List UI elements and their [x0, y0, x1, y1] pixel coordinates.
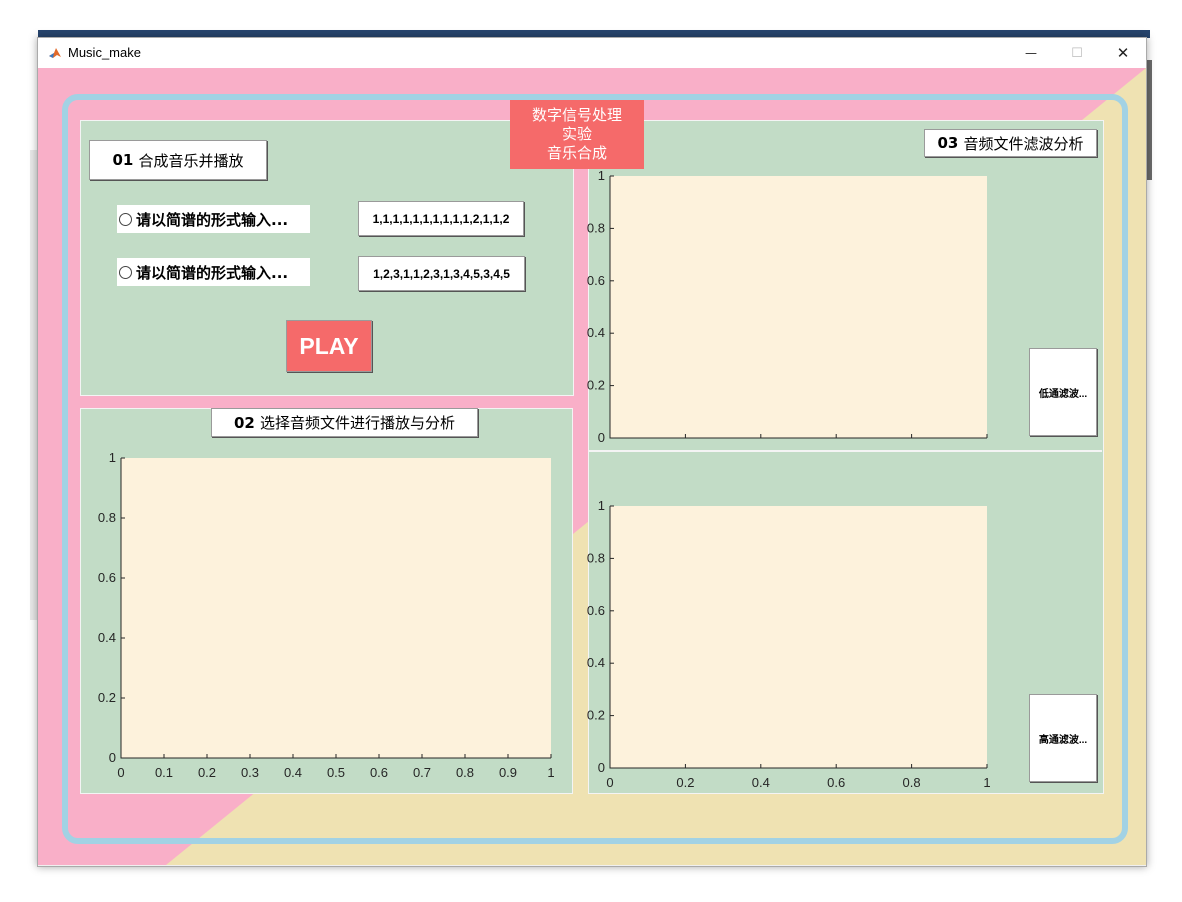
notation-input-2-value: 1,2,3,1,1,2,3,1,3,4,5,3,4,5 [373, 266, 510, 281]
x-tick-label: 0.2 [676, 775, 694, 790]
y-tick-label: 0.6 [98, 570, 116, 585]
panel-03-divider [588, 450, 1102, 452]
y-tick-label: 0.8 [587, 220, 605, 235]
panel-02-title: 02 选择音频文件进行播放与分析 [211, 408, 478, 437]
lab-title-line-2: 实验 [561, 125, 592, 143]
highpass-axes[interactable]: 0 0.2 0.4 0.6 0.8 1 0 0.2 0.4 0.6 0.8 1 [587, 498, 1010, 800]
x-tick-label: 0.3 [241, 765, 259, 780]
y-tick-label: 1 [598, 168, 605, 183]
panel-03-title-number: 03 [937, 134, 959, 152]
notation-input-2[interactable]: 1,2,3,1,1,2,3,1,3,4,5,3,4,5 [358, 256, 525, 291]
y-tick-label: 0.6 [587, 273, 605, 288]
background-window-edge [30, 150, 38, 620]
x-tick-label: 0.7 [413, 765, 431, 780]
x-tick-label: 0.9 [499, 765, 517, 780]
radio-circle-2[interactable] [119, 265, 132, 279]
highpass-filter-button-label: 高通滤波... [1038, 734, 1088, 746]
lowpass-filter-button-label: 低通滤波... [1038, 388, 1088, 400]
lab-title-box: 数字信号处理 实验 音乐合成 [510, 100, 644, 169]
y-tick-label: 1 [109, 450, 116, 465]
highpass-filter-button[interactable]: 高通滤波... [1029, 694, 1097, 782]
y-tick-label: 0 [109, 750, 116, 765]
background-window-edge-right [1144, 60, 1152, 180]
lowpass-filter-button[interactable]: 低通滤波... [1029, 348, 1097, 436]
radio-circle-1[interactable] [119, 212, 132, 226]
x-tick-label: 1 [547, 765, 554, 780]
close-icon: ✕ [1116, 44, 1130, 62]
notation-input-1-value: 1,1,1,1,1,1,1,1,1,1,2,1,1,2 [372, 211, 510, 226]
y-tick-label: 0.2 [587, 378, 605, 393]
lowpass-axes[interactable]: 0 0.2 0.4 0.6 0.8 1 [587, 168, 1010, 452]
x-tick-label: 1 [983, 775, 990, 790]
x-tick-label: 0.8 [456, 765, 474, 780]
radio-option-1-label: 请以简谱的形式输入... [136, 210, 289, 229]
y-tick-label: 0 [598, 430, 605, 445]
axes-svg-0: 0 0.2 0.4 0.6 0.8 1 0 0.1 0.2 0.3 0.4 0.5 0.6 0.7 0.8 0… [98, 450, 555, 780]
x-tick-label: 0.4 [284, 765, 302, 780]
x-tick-label: 0 [606, 775, 613, 790]
axes-svg-2: 0 0.2 0.4 0.6 0.8 1 0 0.2 0.4 0.6 0.8 1 [587, 498, 991, 790]
y-tick-label: 0.4 [587, 655, 605, 670]
panel-03-title: 03 音频文件滤波分析 [924, 129, 1097, 157]
rounded-frame [62, 94, 1128, 844]
panel-02-title-text: 选择音频文件进行播放与分析 [260, 414, 456, 432]
panel-01-title-number: 01 [112, 151, 134, 169]
x-tick-label: 0.2 [198, 765, 216, 780]
notation-input-1[interactable]: 1,1,1,1,1,1,1,1,1,1,2,1,1,2 [358, 201, 524, 236]
plot-area [610, 176, 987, 438]
panel-01-title-text: 合成音乐并播放 [138, 151, 244, 170]
y-tick-label: 0 [598, 760, 605, 775]
play-button[interactable]: PLAY [286, 320, 372, 372]
play-button-label: PLAY [299, 332, 359, 359]
x-tick-label: 0 [117, 765, 124, 780]
panel-01-title: 01 合成音乐并播放 [89, 140, 267, 180]
app-window: Music_make — ☐ ✕ 01 合成音乐并播放 [37, 37, 1147, 867]
radio-option-1[interactable]: 请以简谱的形式输入... [117, 205, 310, 233]
y-tick-label: 0.4 [98, 630, 116, 645]
x-tick-label: 0.6 [827, 775, 845, 790]
x-tick-label: 0.5 [327, 765, 345, 780]
maximize-icon: ☐ [1071, 45, 1083, 61]
matlab-icon [48, 46, 62, 60]
window-title: Music_make [68, 45, 141, 60]
close-button[interactable]: ✕ [1100, 38, 1146, 68]
minimize-icon: — [1025, 46, 1037, 60]
radio-option-2[interactable]: 请以简谱的形式输入... [117, 258, 310, 286]
panel-02-title-number: 02 [233, 413, 255, 432]
plot-area [121, 458, 551, 758]
title-bar[interactable]: Music_make — ☐ ✕ [38, 38, 1146, 68]
figure-canvas: 01 合成音乐并播放 请以简谱的形式输入... 请以简谱的形式输入... 1,1… [38, 68, 1146, 865]
panel-03-title-text: 音频文件滤波分析 [963, 134, 1084, 153]
desktop-background [38, 30, 1150, 38]
audio-axes[interactable]: 0 0.2 0.4 0.6 0.8 1 0 0.1 0.2 0.3 0.4 0.5 0.6 0.7 0.8 0… [98, 448, 568, 788]
y-tick-label: 0.4 [587, 325, 605, 340]
x-tick-label: 0.8 [903, 775, 921, 790]
y-tick-label: 1 [598, 498, 605, 513]
maximize-button[interactable]: ☐ [1054, 38, 1100, 68]
lab-title-line-1: 数字信号处理 [531, 106, 622, 124]
radio-option-2-label: 请以简谱的形式输入... [136, 263, 289, 282]
lab-title-line-3: 音乐合成 [546, 144, 607, 162]
x-tick-label: 0.4 [752, 775, 770, 790]
y-tick-label: 0.8 [587, 550, 605, 565]
x-tick-label: 0.6 [370, 765, 388, 780]
y-tick-label: 0.2 [98, 690, 116, 705]
y-tick-label: 0.6 [587, 603, 605, 618]
x-tick-label: 0.1 [155, 765, 173, 780]
axes-svg-1: 0 0.2 0.4 0.6 0.8 1 [587, 168, 988, 445]
minimize-button[interactable]: — [1008, 38, 1054, 68]
y-tick-label: 0.2 [587, 708, 605, 723]
plot-area [610, 506, 987, 768]
y-tick-label: 0.8 [98, 510, 116, 525]
